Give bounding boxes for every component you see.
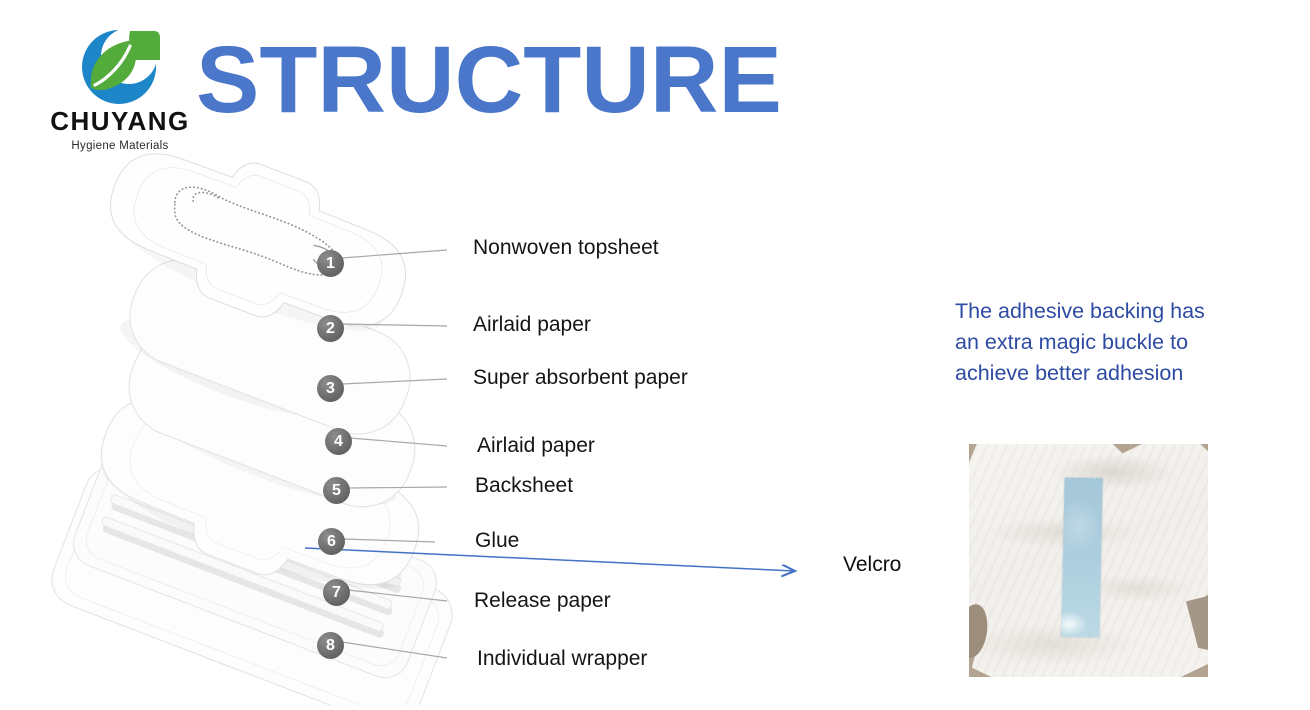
pad-layers-illustration [51, 135, 453, 705]
layer-badge-4: 4 [325, 428, 352, 455]
layer-label-airlaid-paper-2: Airlaid paper [477, 434, 595, 457]
velcro-product-photo [969, 444, 1208, 677]
badge-number: 5 [332, 481, 341, 499]
note-line-3: achieve better adhesion [955, 361, 1184, 385]
badge-number: 4 [334, 432, 343, 450]
badge-number: 8 [326, 636, 335, 654]
layer-label-super-absorbent-paper: Super absorbent paper [473, 366, 688, 389]
adhesive-note: The adhesive backing has an extra magic … [955, 296, 1285, 389]
layer-badge-5: 5 [323, 477, 350, 504]
badge-number: 3 [326, 379, 335, 397]
layer-airlaid1-shape [115, 245, 425, 449]
company-logo: CHUYANG Hygiene Materials [40, 18, 210, 163]
company-tagline: Hygiene Materials [71, 140, 169, 152]
note-line-1: The adhesive backing has [955, 299, 1205, 323]
badge-number: 1 [326, 254, 335, 272]
layer-label-nonwoven-topsheet: Nonwoven topsheet [473, 236, 659, 259]
note-line-2: an extra magic buckle to [955, 330, 1189, 354]
velcro-callout-label: Velcro [843, 553, 902, 576]
badge-number: 2 [326, 319, 335, 337]
layer-badge-6: 6 [318, 528, 345, 555]
layer-badge-1: 1 [317, 250, 344, 277]
badge-number: 7 [332, 583, 341, 601]
layer-badge-3: 3 [317, 375, 344, 402]
layer-badge-2: 2 [317, 315, 344, 342]
logo-mark-icon [82, 28, 160, 104]
layer-label-backsheet: Backsheet [475, 474, 574, 497]
layer-label-airlaid-paper-1: Airlaid paper [473, 313, 591, 336]
layer-label-individual-wrapper: Individual wrapper [477, 647, 648, 670]
layer-badge-7: 7 [323, 579, 350, 606]
badge-number: 6 [327, 532, 336, 550]
layer-label-release-paper: Release paper [474, 589, 611, 612]
layer-label-glue: Glue [475, 529, 520, 552]
page-title: STRUCTURE [196, 27, 782, 133]
layer-badge-8: 8 [317, 632, 344, 659]
company-name: CHUYANG [50, 106, 190, 136]
velcro-strip [1061, 477, 1103, 638]
